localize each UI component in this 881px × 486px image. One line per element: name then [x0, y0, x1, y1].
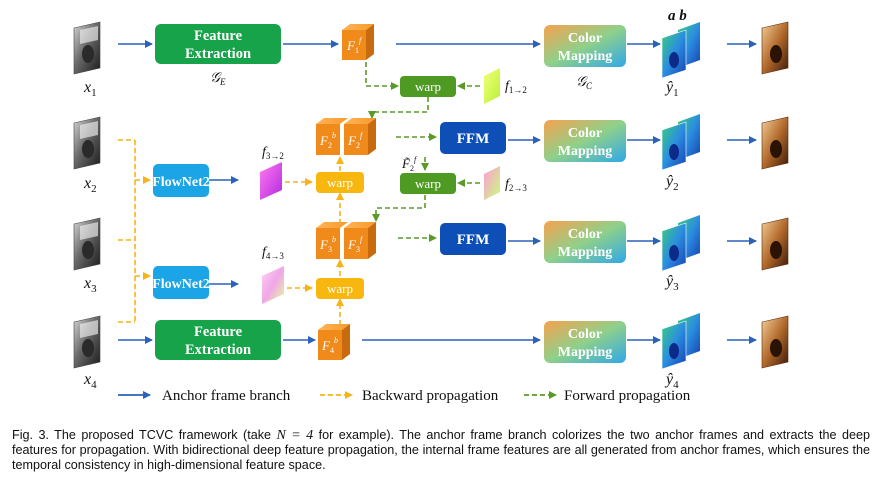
input-frame-3 — [73, 217, 101, 271]
feature-cube-f1: F1f — [342, 24, 374, 60]
backward-arrows — [118, 139, 344, 325]
svg-text:Backward propagation: Backward propagation — [362, 388, 499, 404]
feature-cube-f4: F4b — [318, 324, 350, 360]
output-label-1: ŷ1 — [664, 79, 679, 99]
svg-text:F2f: F2f — [347, 131, 364, 150]
svg-text:warp: warp — [415, 79, 441, 94]
svg-text:Mapping: Mapping — [558, 49, 612, 64]
svg-text:Color: Color — [568, 31, 602, 46]
ab-label: a b — [668, 8, 687, 24]
flownet-box-1: FlowNet2 — [152, 164, 210, 197]
svg-text:Color: Color — [568, 327, 602, 342]
input-label-4: x4 — [83, 371, 97, 391]
legend-anchor: Anchor frame branch — [118, 388, 291, 404]
flow-label-3-2: f3→2 — [262, 145, 284, 161]
g-c-label: 𝒢C — [576, 75, 593, 91]
flow-label-4-3: f4→3 — [262, 245, 284, 261]
feature-cube-f2b: F2b — [316, 118, 348, 155]
svg-text:Color: Color — [568, 227, 602, 242]
svg-text:Extraction: Extraction — [185, 46, 251, 62]
flow-label-1-2: f1→2 — [505, 79, 527, 95]
svg-text:Color: Color — [568, 126, 602, 141]
ffm-box-1: FFM — [440, 122, 506, 154]
figure-caption: Fig. 3. The proposed TCVC framework (tak… — [12, 428, 870, 472]
svg-text:Anchor frame branch: Anchor frame branch — [162, 388, 291, 404]
svg-text:warp: warp — [327, 281, 353, 296]
g-e-label: 𝒢E — [210, 71, 226, 87]
svg-text:F4b: F4b — [321, 336, 338, 355]
svg-text:warp: warp — [415, 176, 441, 191]
svg-text:Mapping: Mapping — [558, 345, 612, 360]
svg-text:F3b: F3b — [319, 235, 336, 254]
svg-text:F2b: F2b — [319, 131, 336, 150]
ffm-box-2: FFM — [440, 223, 506, 255]
svg-text:Feature: Feature — [194, 324, 243, 340]
ab-channels-3 — [661, 215, 700, 272]
output-label-4: ŷ4 — [664, 371, 679, 391]
ab-channels-4 — [661, 313, 700, 370]
flow-image-4-3 — [262, 266, 284, 304]
feature-cube-f3b: F3b — [316, 222, 348, 259]
flow-label-2-3: f2→3 — [505, 177, 527, 193]
ab-channels-1 — [661, 22, 700, 79]
svg-text:Mapping: Mapping — [558, 245, 612, 260]
input-frames — [73, 21, 101, 369]
warp-box-yellow-2: warp — [316, 278, 364, 299]
svg-text:FlowNet2: FlowNet2 — [152, 175, 210, 190]
flownet-box-2: FlowNet2 — [152, 266, 210, 299]
output-label-3: ŷ3 — [664, 273, 679, 293]
color-mapping-box-1: Color Mapping — [544, 25, 626, 67]
input-frame-2 — [73, 116, 101, 170]
feature-extraction-top: Feature Extraction — [155, 24, 281, 64]
feature-cube-f2f: F2f — [344, 118, 376, 155]
svg-text:warp: warp — [327, 175, 353, 190]
legend-backward: Backward propagation — [320, 388, 499, 404]
feature-extraction-bottom: Feature Extraction — [155, 320, 281, 360]
forward-arrows — [365, 62, 480, 242]
feature-cube-f3f: F3f — [344, 222, 376, 259]
input-frame-1 — [73, 21, 101, 75]
svg-text:FlowNet2: FlowNet2 — [152, 277, 210, 292]
output-label-2: ŷ2 — [664, 173, 679, 193]
colorized-frame-3 — [761, 217, 789, 271]
input-label-1: x1 — [83, 79, 97, 99]
svg-text:Extraction: Extraction — [185, 342, 251, 358]
legend-forward: Forward propagation — [524, 388, 691, 404]
svg-text:F1f: F1f — [346, 36, 363, 55]
input-label-2: x2 — [83, 175, 97, 195]
svg-text:F3f: F3f — [347, 235, 364, 254]
flow-image-2-3 — [484, 166, 500, 200]
color-mapping-box-2: Color Mapping — [544, 120, 626, 162]
svg-text:Mapping: Mapping — [558, 144, 612, 159]
tilde-feature-label: F̃2f — [401, 155, 418, 173]
anchor-arrows — [118, 40, 757, 344]
svg-text:FFM: FFM — [457, 131, 489, 147]
colorized-frame-4 — [761, 315, 789, 369]
color-mapping-box-3: Color Mapping — [544, 221, 626, 263]
svg-text:Forward propagation: Forward propagation — [564, 388, 691, 404]
legend: Anchor frame branch Backward propagation… — [118, 388, 691, 404]
svg-text:Feature: Feature — [194, 28, 243, 44]
flow-image-1-2 — [484, 68, 500, 104]
ab-channels-2 — [661, 114, 700, 171]
colorized-frame-1 — [761, 21, 789, 75]
input-label-3: x3 — [83, 275, 97, 295]
colorized-frame-2 — [761, 116, 789, 170]
warp-box-green-1: warp — [400, 76, 456, 97]
warp-box-green-2: warp — [400, 173, 456, 194]
flow-image-3-2 — [260, 162, 282, 200]
svg-text:FFM: FFM — [457, 232, 489, 248]
colorized-frames — [761, 21, 789, 369]
color-mapping-box-4: Color Mapping — [544, 321, 626, 363]
input-frame-4 — [73, 315, 101, 369]
warp-box-yellow-1: warp — [316, 172, 364, 193]
